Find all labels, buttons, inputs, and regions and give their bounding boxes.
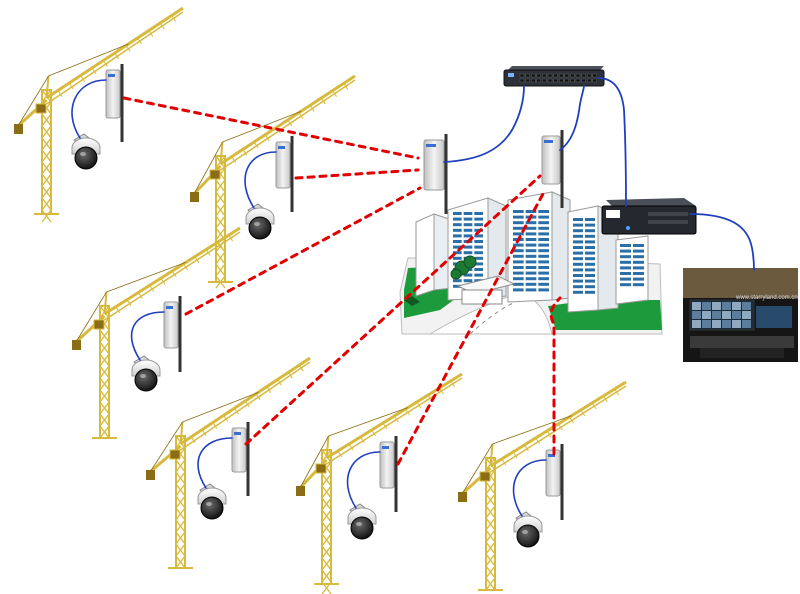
ethernet-cable xyxy=(443,85,525,163)
wireless-bridge-icon xyxy=(541,130,564,208)
tower-crane-icon xyxy=(72,226,241,439)
office-building-icon xyxy=(399,191,663,335)
dome-camera-icon xyxy=(131,355,161,392)
ethernet-cable xyxy=(130,311,165,361)
dome-camera-icon xyxy=(71,133,101,170)
ethernet-cable xyxy=(689,213,755,271)
wireless-bridge-icon xyxy=(545,444,564,520)
tower-crane-icon xyxy=(458,380,627,591)
tower-crane-icon xyxy=(190,74,356,289)
wireless-link xyxy=(184,186,422,316)
wireless-bridge-icon xyxy=(163,296,182,372)
tower-crane-icon xyxy=(146,356,311,569)
ethernet-cable xyxy=(512,459,547,517)
wireless-link xyxy=(396,190,546,466)
wireless-bridge-icon xyxy=(231,422,250,496)
wireless-link xyxy=(244,174,542,446)
ethernet-cable xyxy=(597,77,627,207)
dome-camera-icon xyxy=(197,483,227,520)
tower-crane-icon xyxy=(296,372,463,594)
dome-camera-icon xyxy=(347,503,377,540)
dome-camera-icon xyxy=(245,203,275,240)
wireless-link xyxy=(549,296,562,456)
wireless-bridge-icon xyxy=(105,64,124,142)
control-room-url: www.starryland.com.cn xyxy=(735,295,798,301)
wireless-bridge-icon xyxy=(423,134,448,214)
video-recorder-icon xyxy=(601,198,697,235)
ethernet-cable xyxy=(559,85,585,151)
wireless-link xyxy=(294,168,420,180)
ethernet-cable xyxy=(71,79,107,139)
ethernet-cable xyxy=(346,451,381,509)
ethernet-cable xyxy=(197,437,233,489)
ethernet-cable xyxy=(244,151,277,209)
control-room-icon: www.starryland.com.cn xyxy=(683,268,798,362)
wireless-link xyxy=(122,96,420,160)
wireless-bridge-icon xyxy=(275,136,294,212)
tower-crane-icon xyxy=(14,6,184,223)
network-switch-icon xyxy=(503,66,605,87)
wireless-bridge-icon xyxy=(379,436,398,512)
dome-camera-icon xyxy=(513,511,543,548)
